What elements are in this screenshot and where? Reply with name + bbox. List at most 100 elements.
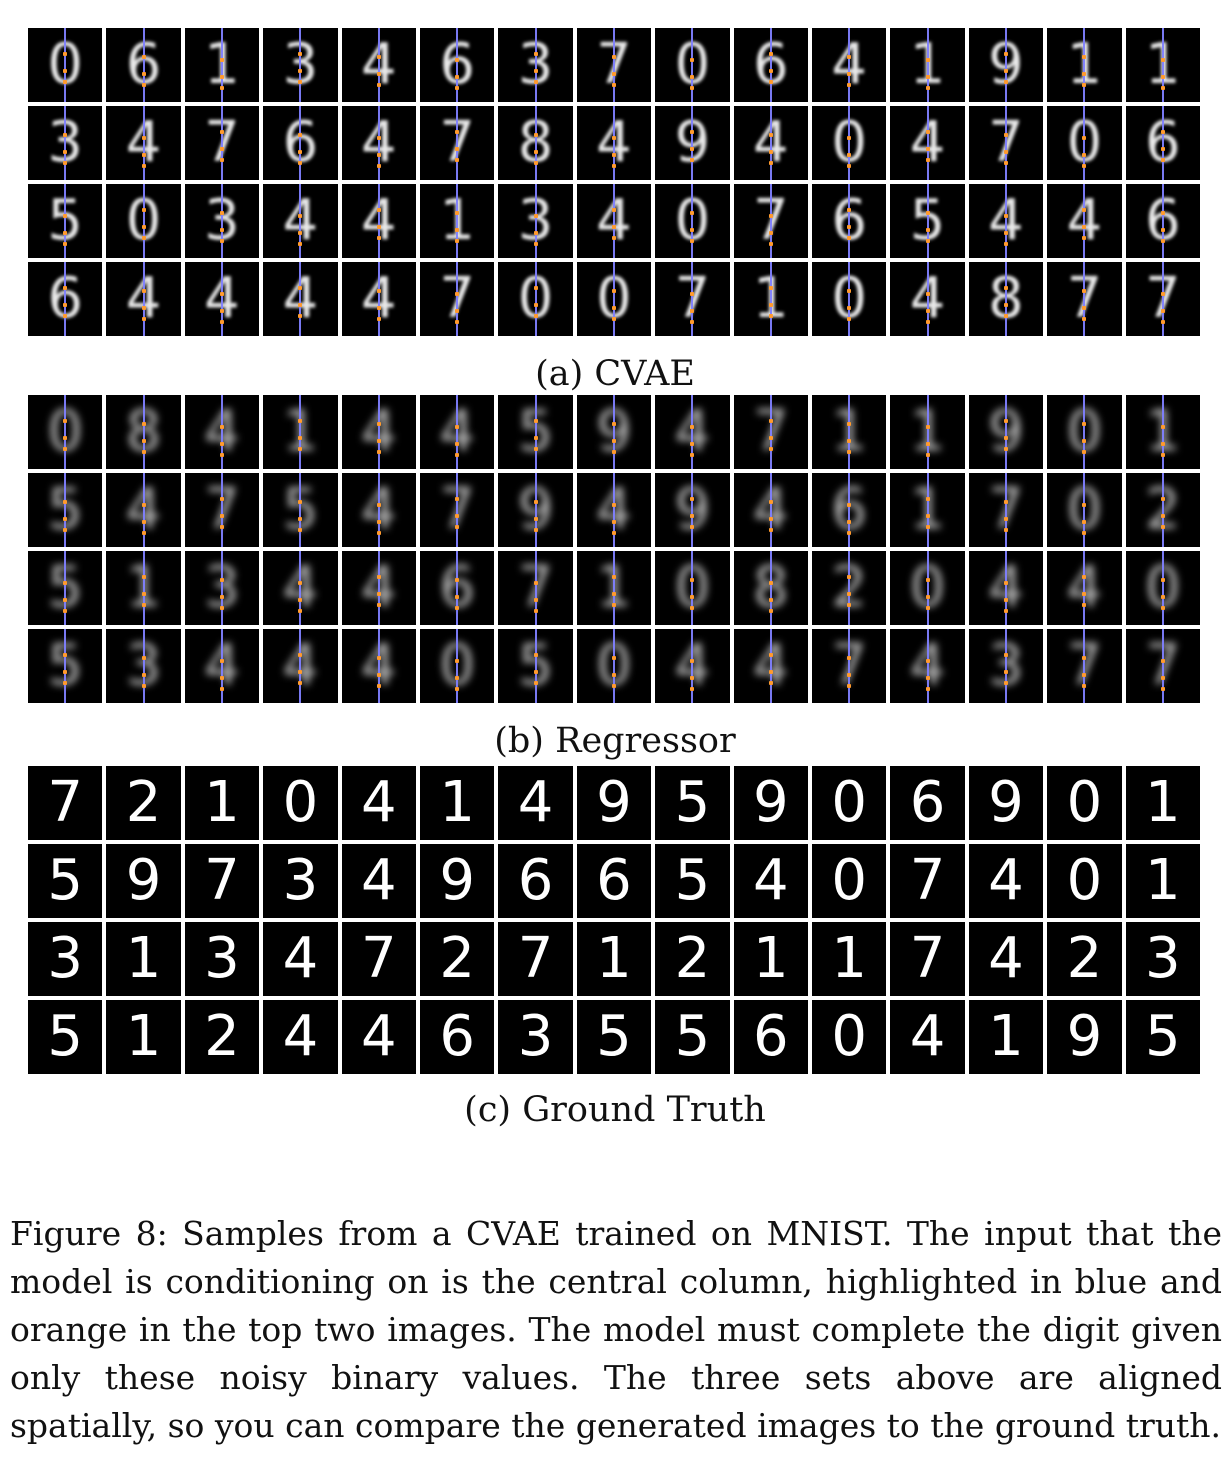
conditioning-point [141, 289, 146, 293]
regressor-sample-cell: 5 [28, 551, 103, 625]
conditioning-point [690, 147, 695, 151]
conditioning-point [925, 309, 930, 313]
conditioning-column-highlight [1161, 473, 1164, 547]
ground-truth-sample-cell: 6 [576, 844, 652, 918]
conditioning-point [925, 425, 930, 429]
conditioning-point [63, 161, 68, 165]
cvae-sample-cell: 7 [968, 106, 1044, 180]
cvae-sample-cell: 4 [341, 184, 416, 258]
conditioning-column-highlight [612, 106, 615, 180]
conditioning-point [925, 442, 930, 446]
conditioning-column-highlight [848, 473, 851, 547]
conditioning-point [1160, 75, 1165, 79]
conditioning-point [298, 286, 303, 290]
ground-truth-sample-cell: 9 [106, 844, 181, 918]
conditioning-point [298, 581, 303, 585]
conditioning-point [1160, 606, 1165, 610]
conditioning-column-highlight [1161, 395, 1164, 469]
ground-truth-sample-cell: 4 [498, 766, 573, 840]
conditioning-point [63, 500, 68, 504]
conditioning-point [455, 130, 460, 134]
conditioning-point [376, 575, 381, 579]
conditioning-point [611, 603, 616, 607]
conditioning-point [455, 320, 460, 324]
conditioning-point [611, 289, 616, 293]
regressor-sample-cell: 9 [655, 473, 730, 547]
ground-truth-sample-cell: 7 [890, 844, 965, 918]
ground-truth-sample-cell: 4 [968, 844, 1044, 918]
conditioning-point [690, 442, 695, 446]
ground-truth-digit: 0 [282, 770, 319, 835]
conditioning-point [768, 303, 773, 307]
conditioning-point [376, 317, 381, 321]
regressor-sample-cell: 4 [263, 629, 338, 703]
cvae-sample-cell: 4 [106, 106, 181, 180]
regressor-sample-cell: 4 [733, 629, 808, 703]
conditioning-column-highlight [926, 106, 929, 180]
conditioning-point [141, 317, 146, 321]
ground-truth-digit: 4 [360, 770, 397, 835]
conditioning-point [141, 208, 146, 212]
conditioning-point [1082, 306, 1087, 310]
conditioning-point [219, 525, 224, 529]
ground-truth-sample-cell: 3 [498, 1000, 573, 1074]
regressor-sample-cell: 6 [420, 551, 495, 625]
conditioning-point [63, 447, 68, 451]
conditioning-point [611, 72, 616, 76]
conditioning-point [925, 687, 930, 691]
conditioning-point [611, 520, 616, 524]
conditioning-point [533, 447, 538, 451]
conditioning-point [768, 52, 773, 56]
conditioning-point [141, 153, 146, 157]
ground-truth-digit: 6 [439, 1004, 476, 1069]
conditioning-point [533, 598, 538, 602]
ground-truth-digit: 3 [1144, 926, 1181, 991]
conditioning-point [1160, 309, 1165, 313]
conditioning-point [768, 231, 773, 235]
cvae-sample-cell: 6 [733, 28, 808, 102]
conditioning-point [847, 55, 852, 59]
conditioning-point [768, 653, 773, 657]
conditioning-point [63, 653, 68, 657]
ground-truth-sample-cell: 1 [576, 922, 652, 996]
conditioning-column-highlight [848, 184, 851, 258]
cvae-sample-cell: 6 [420, 28, 495, 102]
regressor-sample-cell: 0 [1047, 395, 1122, 469]
regressor-sample-cell: 0 [576, 629, 652, 703]
cvae-sample-cell: 4 [263, 262, 338, 336]
conditioning-point [925, 676, 930, 680]
conditioning-point [63, 609, 68, 613]
conditioning-point [533, 286, 538, 290]
regressor-sample-cell: 2 [1125, 473, 1200, 547]
ground-truth-sample-cell: 5 [28, 844, 103, 918]
conditioning-column-highlight [848, 395, 851, 469]
conditioning-point [611, 236, 616, 240]
conditioning-point [847, 306, 852, 310]
conditioning-point [925, 292, 930, 296]
conditioning-column-highlight [64, 473, 67, 547]
conditioning-point [141, 136, 146, 140]
conditioning-point [1003, 653, 1008, 657]
cvae-sample-cell: 4 [1047, 184, 1122, 258]
regressor-sample-cell: 4 [184, 629, 260, 703]
conditioning-point [63, 133, 68, 137]
conditioning-point [298, 133, 303, 137]
cvae-sample-cell: 0 [655, 28, 730, 102]
ground-truth-sample-cell: 7 [498, 922, 573, 996]
conditioning-point [533, 581, 538, 585]
regressor-sample-cell: 5 [498, 629, 573, 703]
regressor-sample-cell: 4 [890, 629, 965, 703]
conditioning-column-highlight [456, 629, 459, 703]
cvae-sample-cell: 4 [733, 106, 808, 180]
conditioning-column-highlight [456, 395, 459, 469]
conditioning-point [1003, 419, 1008, 423]
conditioning-point [690, 130, 695, 134]
conditioning-point [1160, 211, 1165, 215]
conditioning-point [63, 69, 68, 73]
conditioning-point [141, 603, 146, 607]
conditioning-column-highlight [769, 262, 772, 336]
conditioning-point [768, 80, 773, 84]
conditioning-point [611, 422, 616, 426]
ground-truth-digit: 7 [360, 926, 397, 991]
